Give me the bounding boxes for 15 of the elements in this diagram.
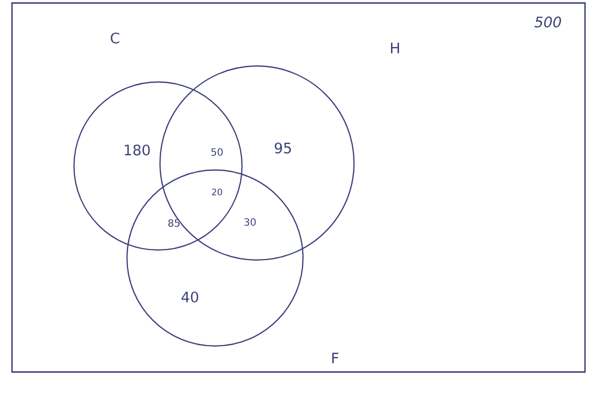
region-count: 20	[212, 188, 222, 196]
set-label: C	[110, 32, 120, 44]
region-count: 40	[182, 292, 198, 302]
region-count: 50	[211, 148, 223, 156]
venn-circle	[73, 81, 243, 251]
venn-circle	[159, 65, 355, 261]
venn-circle	[126, 169, 304, 347]
set-label: H	[391, 42, 399, 54]
region-count: 180	[124, 144, 150, 156]
region-count: 95	[274, 142, 291, 154]
total-label: 500	[534, 16, 562, 28]
set-label: F	[332, 352, 338, 364]
region-count: 85	[168, 219, 180, 227]
frame-box	[11, 2, 586, 373]
region-count: 30	[244, 218, 256, 226]
